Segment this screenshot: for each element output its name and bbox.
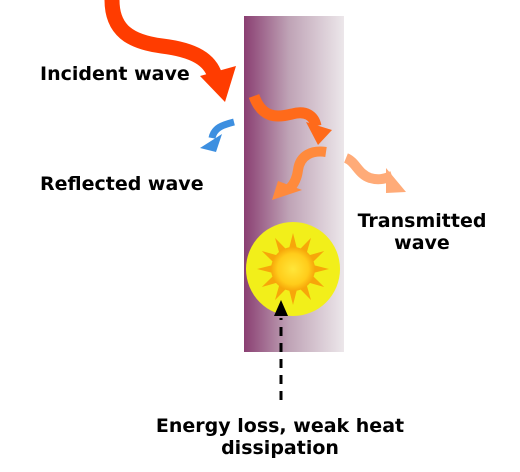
incident-wave-label: Incident wave xyxy=(40,63,190,85)
reflected-wave-label: Reflected wave xyxy=(40,173,204,195)
reflected-wave-arrow xyxy=(200,118,235,152)
sun-ray xyxy=(288,233,298,250)
sun-ray xyxy=(312,264,329,274)
sun-ray xyxy=(288,288,298,305)
sun-ray xyxy=(257,264,274,274)
heat-sun-icon xyxy=(246,222,340,316)
internal-wave-arrow xyxy=(248,93,332,145)
energy-loss-label: Energy loss, weak heat dissipation xyxy=(155,415,405,459)
transmitted-wave-arrow xyxy=(343,153,406,193)
incident-wave-arrow xyxy=(104,0,236,102)
transmitted-wave-label: Transmitted wave xyxy=(357,210,487,254)
attenuated-wave-arrow xyxy=(272,146,327,200)
energy-loss-pointer xyxy=(274,300,288,400)
